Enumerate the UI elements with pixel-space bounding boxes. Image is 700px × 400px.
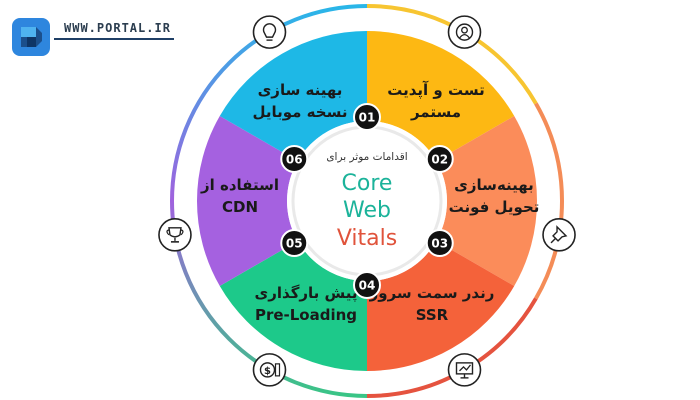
center-line1: Core — [342, 171, 393, 196]
number-badge-01: 01 — [353, 103, 381, 131]
site-url[interactable]: WWW.PORTAL.IR — [64, 21, 171, 35]
number-badge-05: 05 — [280, 229, 309, 257]
svg-text:03: 03 — [431, 237, 448, 251]
svg-text:01: 01 — [359, 111, 376, 125]
segment-subtitle-06: نسخه موبایل — [252, 103, 347, 121]
svg-text:06: 06 — [286, 153, 303, 167]
segment-06 — [219, 31, 367, 161]
money-icon: $ — [252, 353, 287, 387]
header-divider — [54, 38, 174, 40]
portal-logo — [12, 18, 50, 56]
segment-title-03: رندر سمت سرور — [369, 284, 495, 302]
number-badge-06: 06 — [280, 145, 309, 173]
segment-05 — [197, 116, 298, 286]
lightbulb-icon — [252, 15, 287, 49]
icon-circles: $ — [158, 15, 576, 387]
person-icon — [447, 15, 482, 49]
svg-text:02: 02 — [431, 153, 448, 167]
segment-title-06: بهینه سازی — [258, 81, 343, 99]
chart-monitor-icon — [447, 353, 482, 387]
segments-group: تست و آپدیت مستمر بهینه‌سازی تحویل فونت رندر… — [197, 31, 539, 371]
center-disc: اقدامات موثر برای Core Web Vitals — [287, 121, 447, 281]
svg-text:04: 04 — [359, 279, 376, 293]
number-badge-03: 03 — [425, 229, 454, 257]
center-subtitle: اقدامات موثر برای — [326, 151, 407, 163]
segment-title-01: تست و آپدیت — [387, 81, 485, 100]
segment-subtitle-01: مستمر — [410, 103, 461, 121]
ring-arc — [534, 102, 564, 300]
segment-subtitle-04: Pre-Loading — [255, 306, 357, 324]
pin-icon — [542, 218, 576, 252]
segment-04 — [219, 241, 367, 371]
number-badge-04: 04 — [353, 271, 381, 299]
trophy-icon — [158, 218, 192, 252]
number-badge-02: 02 — [425, 145, 454, 173]
segment-title-02: بهینه‌سازی — [454, 176, 534, 194]
number-badges: 01 02 03 04 05 06 — [280, 103, 454, 299]
segment-subtitle-03: SSR — [416, 306, 449, 324]
segment-02 — [436, 116, 537, 286]
segment-03 — [367, 241, 515, 371]
svg-text:$: $ — [264, 366, 271, 377]
center-line2: Web — [343, 198, 391, 223]
segment-subtitle-02: تحویل فونت — [449, 198, 540, 216]
segment-subtitle-05: CDN — [222, 198, 258, 216]
segment-title-04: پیش بارگذاری — [255, 284, 358, 303]
segment-01 — [367, 31, 515, 161]
center-line3: Vitals — [337, 226, 397, 251]
svg-text:05: 05 — [286, 237, 303, 251]
segment-title-05: استفاده از — [200, 176, 279, 194]
